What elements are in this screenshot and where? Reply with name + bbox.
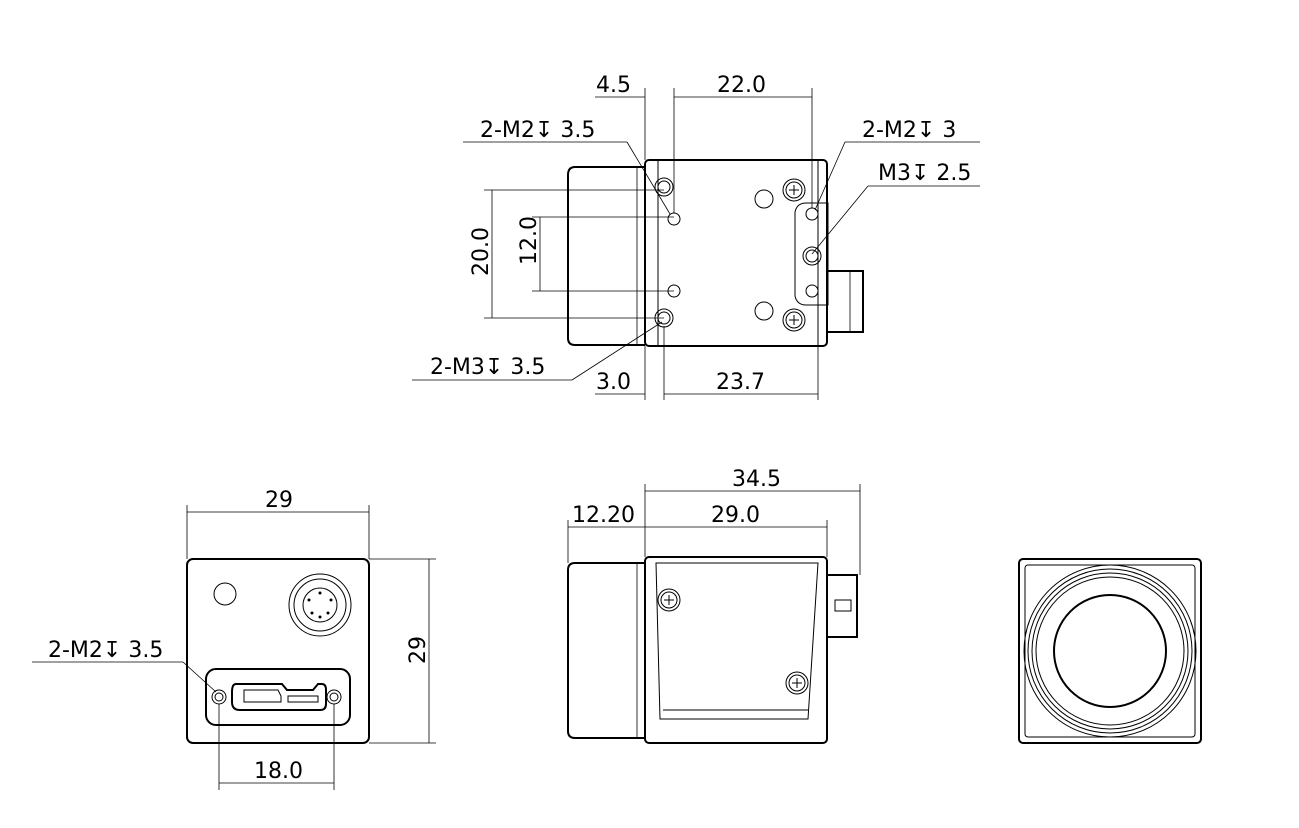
front-body <box>1018 558 1202 744</box>
dim-20-0: 20.0 <box>469 227 494 276</box>
side-view: 34.5 12.20 29.0 <box>567 467 861 744</box>
usb-plate <box>205 668 351 726</box>
callout-m3-2-5: M3↧ 2.5 <box>878 161 971 186</box>
side-connector <box>826 574 858 638</box>
dim-3-0: 3.0 <box>596 370 631 395</box>
top-connector <box>826 270 864 333</box>
callout-2m2-3-5-top: 2-M2↧ 3.5 <box>480 118 595 143</box>
callout-2m3-3-5: 2-M3↧ 3.5 <box>430 355 545 380</box>
side-body <box>644 556 828 744</box>
usb3-micro-b-port-icon <box>231 683 327 711</box>
rear-body <box>186 558 370 744</box>
rear-view: 29 29 2-M2↧ 3.5 18.0 <box>32 488 436 790</box>
front-view <box>1018 558 1202 744</box>
dim-4-5: 4.5 <box>596 73 631 98</box>
dim-29-width: 29 <box>265 488 293 513</box>
dim-29-height: 29 <box>406 636 431 664</box>
screw-icon <box>782 178 806 202</box>
screw-icon <box>782 308 806 332</box>
callout-2m2-3: 2-M2↧ 3 <box>862 118 956 143</box>
dim-23-7: 23.7 <box>716 370 765 395</box>
top-lens-barrel <box>567 166 645 346</box>
lens-mount-icon <box>1023 564 1197 738</box>
top-body <box>644 159 828 347</box>
callout-2m2-3-5-rear: 2-M2↧ 3.5 <box>48 638 163 663</box>
screw-icon <box>657 588 681 612</box>
side-lens-barrel <box>567 562 645 739</box>
top-hole-m2-upper <box>667 212 681 226</box>
dim-12-0: 12.0 <box>517 216 542 265</box>
dim-22-0: 22.0 <box>717 73 766 98</box>
screw-icon <box>785 671 809 695</box>
round-connector-icon <box>288 573 352 637</box>
dim-29-0: 29.0 <box>711 503 760 528</box>
dim-34-5: 34.5 <box>732 467 781 492</box>
dim-18-0: 18.0 <box>254 759 303 784</box>
top-hole-m3-upper <box>654 177 674 197</box>
top-view: 4.5 22.0 2-M2↧ 3.5 2-M2↧ 3 M3↧ 2.5 20.0 … <box>412 73 980 400</box>
dim-12-20: 12.20 <box>572 503 635 528</box>
